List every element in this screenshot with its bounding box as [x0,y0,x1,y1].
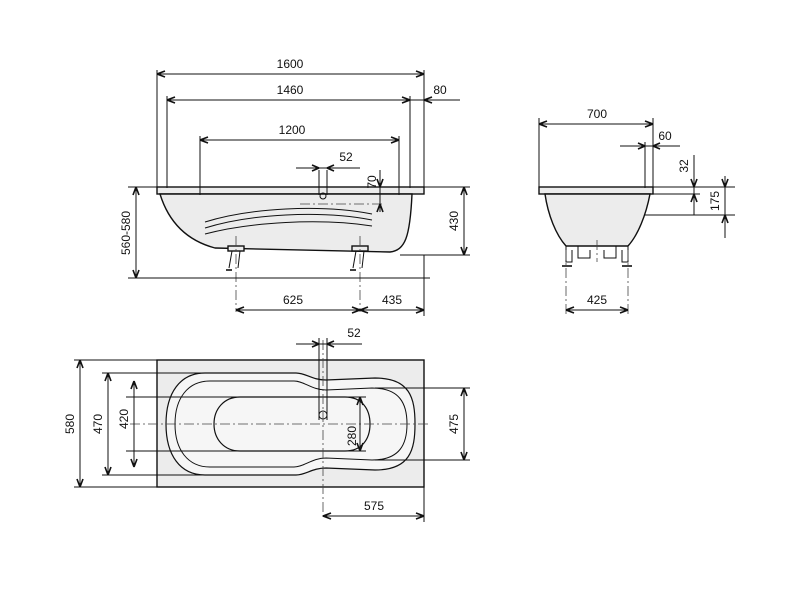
side-view-curve [204,207,373,223]
side-view-rim [156,186,425,195]
side-view-curve [204,213,373,229]
dim-side-bottom-length: 1200 [279,123,306,137]
dim-side-leg-end-offset: 435 [382,293,402,307]
side-view-leg [226,245,245,271]
dim-end-depth: 175 [708,191,722,211]
dim-top-inner-width-right: 475 [447,414,461,434]
dim-top-total-width: 580 [63,414,77,434]
dim-side-total-length: 1600 [277,57,304,71]
dim-side-drain-height: 70 [365,175,379,189]
end-view: 700 60 32 175 425 [538,107,735,316]
end-view-rim [538,186,654,195]
dim-side-inner-length: 1460 [277,83,304,97]
side-view-overflow [319,192,327,200]
side-view: 1600 1460 80 1200 52 70 560-580 [119,57,470,316]
dim-top-drain-to-end: 575 [364,499,384,513]
side-view-tub-body [159,193,413,253]
end-view-tub-body [544,193,651,247]
dim-side-drain-offset: 52 [339,150,353,164]
dim-end-rim-thickness: 32 [677,159,691,173]
dim-top-bottom-width: 420 [117,409,131,429]
side-view-leg [350,245,369,271]
dim-side-total-height: 560-580 [119,211,133,255]
top-view: 52 580 470 420 280 475 57 [63,326,470,522]
dim-side-tub-height: 430 [447,211,461,231]
dim-side-leg-spacing: 625 [283,293,303,307]
side-view-curve [204,221,373,235]
dim-end-rim-width: 60 [658,129,672,143]
dim-top-drain-distance: 280 [345,426,359,446]
dim-end-leg-spacing: 425 [587,293,607,307]
dim-top-inner-width: 470 [91,414,105,434]
dim-side-rim-offset: 80 [433,83,447,97]
dim-end-total-width: 700 [587,107,607,121]
dim-top-drain-offset: 52 [347,326,361,340]
